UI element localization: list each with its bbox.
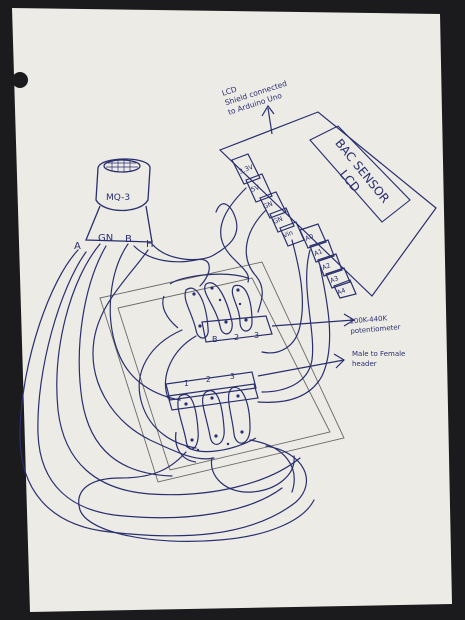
wire-pot-loop (138, 329, 197, 449)
pot-arrow (271, 313, 356, 327)
module-pin: A3 (329, 274, 340, 285)
wire-lower (78, 451, 315, 542)
wire-pot-loop2 (164, 335, 197, 399)
wire-vin (261, 239, 304, 354)
module-pin: A1 (313, 247, 324, 258)
header-arrow (257, 353, 345, 377)
module-pin: Vin (282, 229, 294, 240)
sensor-pin-h: H (146, 239, 154, 250)
wire-gn (56, 243, 301, 496)
pot-label-3: 3 (254, 331, 259, 340)
pot-pin-dots (192, 286, 248, 328)
wires (19, 187, 331, 542)
pot-note-line1: 100K-440K (349, 314, 388, 325)
header-label-1: 1 (184, 379, 189, 388)
header-label-3: 3 (230, 372, 235, 381)
sensor-pin-gn: GN (98, 233, 113, 244)
module-pin: A4 (336, 286, 347, 297)
module-pin: GN (262, 200, 274, 211)
mq3-sensor (85, 158, 153, 243)
header-connector (165, 371, 259, 463)
module-pin: A2 (321, 261, 332, 272)
lcd-arrow (261, 104, 275, 135)
wire-5v (220, 187, 250, 283)
header-note-line2: header (352, 360, 377, 368)
module-pin: A0 (304, 232, 315, 243)
binder-hole (0, 288, 16, 304)
wire-gn-pot (245, 209, 267, 313)
potentiometer (162, 273, 273, 343)
module-pin: GN (272, 215, 284, 226)
sensor-pin-b: B (125, 234, 132, 245)
lcd-module (218, 111, 437, 299)
module-pin: 5V (250, 183, 261, 194)
wire-a2 (37, 251, 283, 519)
pot-label-2: 2 (234, 333, 239, 342)
wire-right (249, 439, 295, 493)
wire-a (19, 249, 307, 537)
wire-b (109, 243, 181, 401)
header-note-line1: Male to Female (352, 350, 405, 358)
wire-a1 (257, 265, 331, 403)
sensor-pin-a: A (74, 241, 81, 252)
header-label-2: 2 (206, 375, 211, 384)
binder-hole (12, 72, 28, 88)
pot-label-b: B (212, 335, 218, 344)
wire-h2 (92, 249, 215, 460)
wire-a0 (261, 249, 314, 393)
wire-h (151, 203, 238, 261)
wire-gn2 (78, 245, 173, 477)
wire-lower2 (210, 455, 295, 493)
sensor-name: MQ-3 (106, 193, 130, 203)
header-pin-dots (184, 394, 244, 452)
